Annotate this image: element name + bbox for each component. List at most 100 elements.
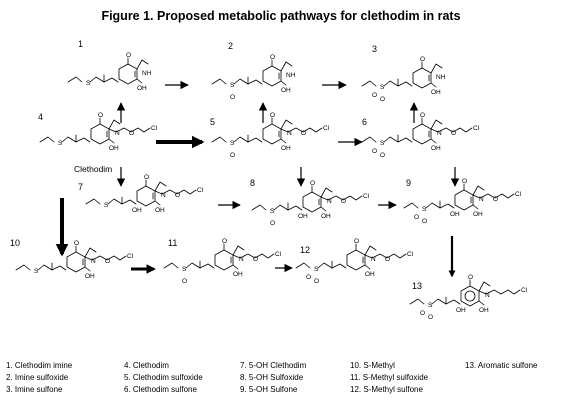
- legend-item: 13. Aromatic sulfone: [465, 361, 538, 370]
- atom-label: O: [420, 56, 425, 63]
- bond: [280, 127, 323, 133]
- bond: [154, 181, 167, 192]
- atom-label: O: [270, 220, 275, 227]
- cyclohexenone-ring: [412, 123, 432, 145]
- atom-label: O: [380, 96, 385, 103]
- bond: [430, 119, 443, 130]
- compound-number: 13: [412, 281, 422, 291]
- atom-label: N: [287, 130, 292, 137]
- bond: [280, 119, 293, 130]
- atom-label: S: [34, 268, 39, 275]
- atom-label: N: [239, 256, 244, 263]
- compound-number: 3: [372, 44, 377, 54]
- bond: [430, 82, 437, 88]
- bond: [430, 127, 473, 133]
- atom-label: N: [91, 258, 96, 265]
- bond: [295, 262, 311, 269]
- atom-label: S: [314, 266, 319, 273]
- legend-item: 9. 5-OH Sulfone: [240, 385, 298, 394]
- atom-label: Cl: [363, 193, 370, 200]
- bond: [108, 119, 121, 130]
- atom-label: S: [104, 202, 109, 209]
- atom-label: OH: [479, 307, 489, 314]
- bond: [84, 255, 127, 261]
- legend-item: 6. Clethodim sulfone: [124, 385, 197, 394]
- atom-label: O: [380, 152, 385, 159]
- atom-label: N: [327, 198, 332, 205]
- reaction-arrows: [55, 80, 460, 278]
- atom-label: O: [301, 130, 306, 137]
- atom-label: S: [428, 302, 433, 309]
- atom-label: OH: [132, 207, 142, 214]
- bond: [364, 253, 407, 259]
- cyclohexenone-ring: [118, 63, 138, 85]
- aromatic-ring: [460, 285, 480, 307]
- bond: [478, 289, 521, 295]
- bond: [430, 138, 437, 144]
- atom-label: O: [414, 214, 419, 221]
- bond: [136, 78, 143, 84]
- figure-title: Figure 1. Proposed metabolic pathways fo…: [101, 9, 460, 23]
- atom-label: OH: [233, 271, 243, 278]
- atom-label: Cl: [323, 125, 330, 132]
- atom-label: OH: [321, 213, 331, 220]
- atom-label: S: [230, 140, 235, 147]
- atom-label: O: [270, 54, 275, 61]
- cyclohexenone-ring: [214, 249, 234, 271]
- atom-label: S: [270, 208, 275, 215]
- bond: [320, 195, 363, 201]
- atom-label: S: [380, 140, 385, 147]
- atom-label: O: [451, 130, 456, 137]
- atom-label: NH: [436, 74, 446, 81]
- compound-number: 11: [168, 238, 177, 248]
- atom-label: O: [422, 218, 427, 225]
- legend-item: 1. Clethodim imine: [6, 361, 73, 370]
- atom-label: O: [372, 92, 377, 99]
- bond: [361, 136, 377, 143]
- atom-label: O: [428, 314, 433, 321]
- legend-item: 7. 5-OH Clethodim: [240, 361, 307, 370]
- bond: [361, 80, 377, 87]
- compound-number: 12: [300, 245, 310, 255]
- bond: [403, 202, 419, 209]
- cyclohexenone-ring: [262, 65, 282, 87]
- compound-name: Clethodim: [74, 164, 112, 174]
- bond: [478, 300, 485, 306]
- atom-label: OH: [431, 145, 441, 152]
- atom-label: OH: [450, 211, 460, 218]
- bond: [15, 264, 31, 271]
- cyclohexenone-ring: [302, 191, 322, 213]
- bond: [364, 264, 371, 270]
- bond: [136, 59, 149, 70]
- bond: [163, 262, 179, 269]
- atom-label: Cl: [521, 287, 528, 294]
- cyclohexenone-ring: [90, 123, 110, 145]
- atom-label: N: [437, 130, 442, 137]
- bond: [108, 138, 115, 144]
- bond: [232, 245, 245, 256]
- bond: [472, 193, 515, 199]
- bond: [430, 63, 443, 74]
- atom-label: O: [420, 112, 425, 119]
- cyclohexenone-ring: [66, 251, 86, 273]
- atom-label: O: [230, 152, 235, 159]
- bond: [84, 247, 97, 258]
- atom-label: O: [222, 238, 227, 245]
- compound-number: 6: [362, 117, 367, 127]
- atom-label: O: [270, 112, 275, 119]
- compound-number: 4: [38, 112, 43, 122]
- bond: [364, 245, 377, 256]
- atom-label: OH: [85, 273, 95, 280]
